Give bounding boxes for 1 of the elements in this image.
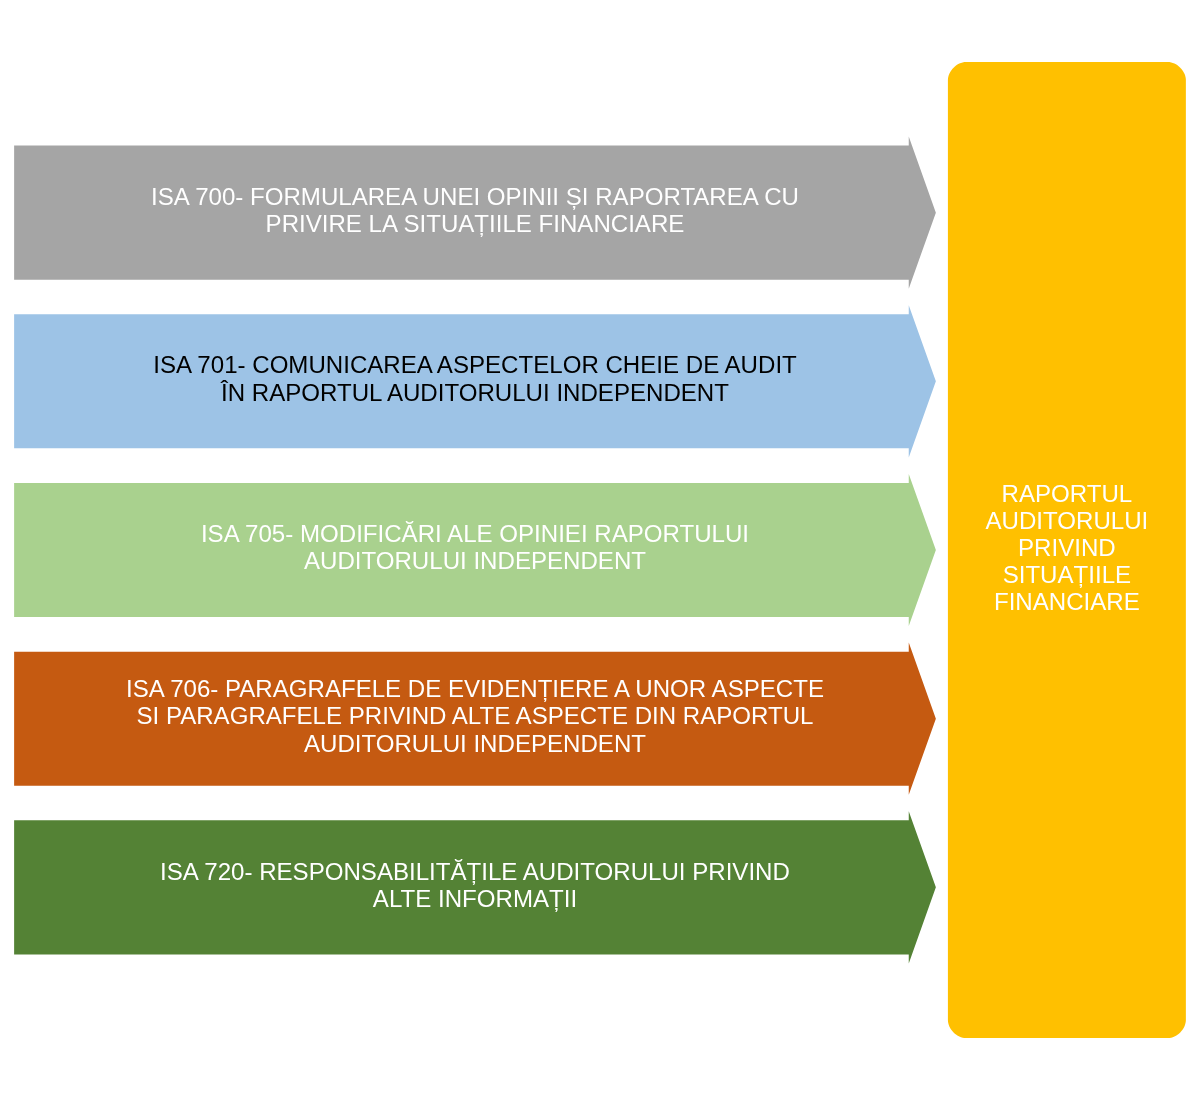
node-box: RAPORTUL AUDITORULUI PRIVIND SITUAȚIILE FINANCIARE bbox=[947, 61, 1186, 1038]
